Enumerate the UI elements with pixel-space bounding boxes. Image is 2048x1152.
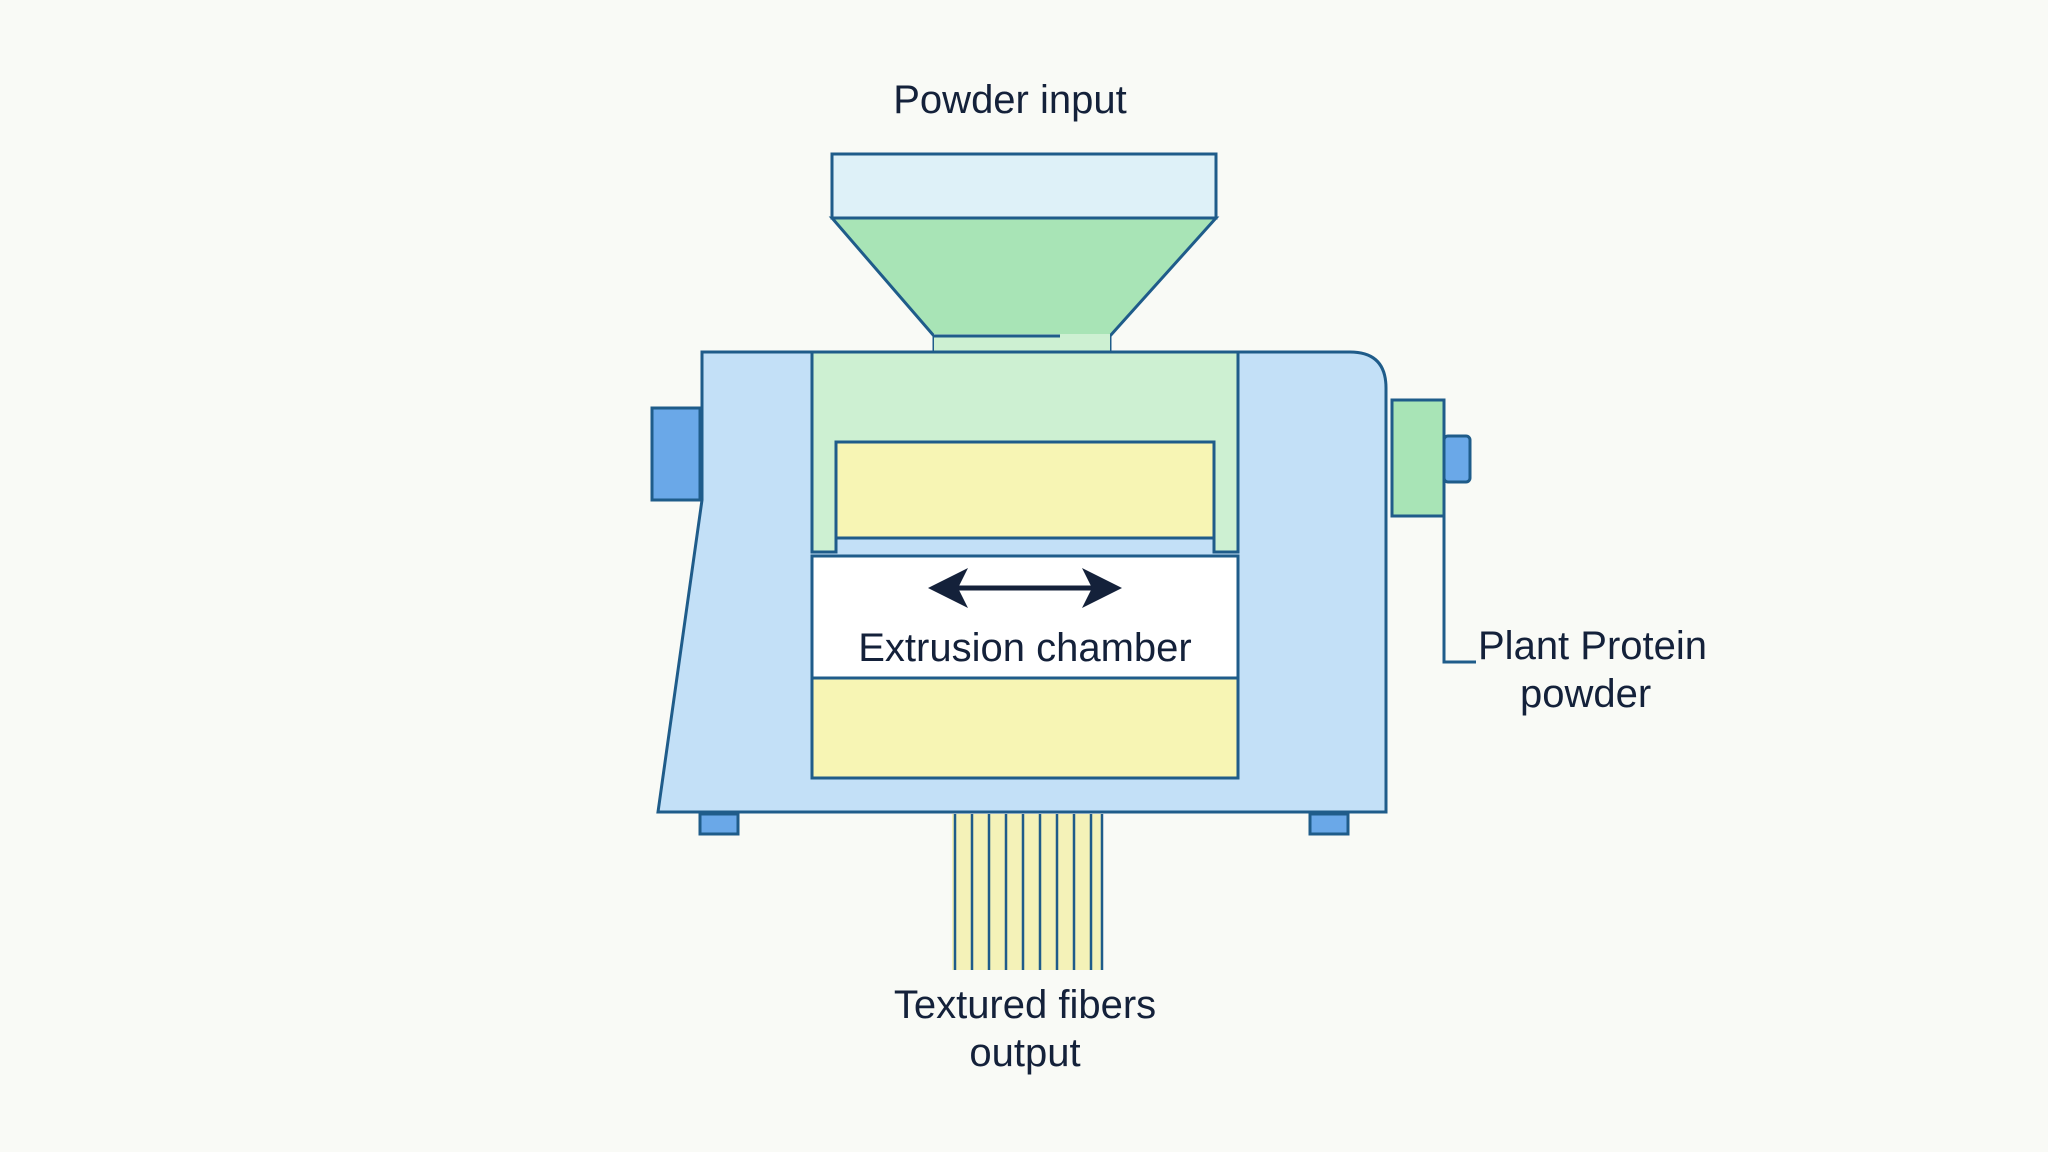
extrusion-chamber — [810, 554, 1240, 680]
right-control-block — [1390, 398, 1446, 518]
lower-heating-plate — [810, 676, 1240, 780]
textured-fibers-label-line2: output — [969, 1031, 1081, 1075]
powder-input-label: Powder input — [893, 78, 1127, 122]
hopper-rim — [830, 152, 1218, 220]
textured-fibers-label: Textured fibers output — [830, 981, 1220, 1077]
left-foot — [698, 812, 740, 836]
plant-protein-leader-line — [1442, 516, 1476, 664]
plant-protein-label-line1: Plant Protein — [1478, 624, 1708, 668]
right-foot — [1308, 812, 1350, 836]
extrusion-chamber-label: Extrusion chamber — [858, 626, 1192, 670]
textured-fibers — [952, 814, 1104, 970]
left-motor-block — [650, 406, 702, 502]
plant-protein-label-line2: powder — [1520, 672, 1652, 716]
textured-fibers-label-line1: Textured fibers — [893, 983, 1157, 1027]
hopper-funnel — [828, 216, 1220, 338]
plant-protein-label: Plant Protein powder — [1478, 622, 1738, 718]
double-headed-arrow-icon — [928, 568, 1122, 608]
upper-heating-plate — [834, 440, 1216, 540]
right-knob — [1442, 434, 1472, 484]
